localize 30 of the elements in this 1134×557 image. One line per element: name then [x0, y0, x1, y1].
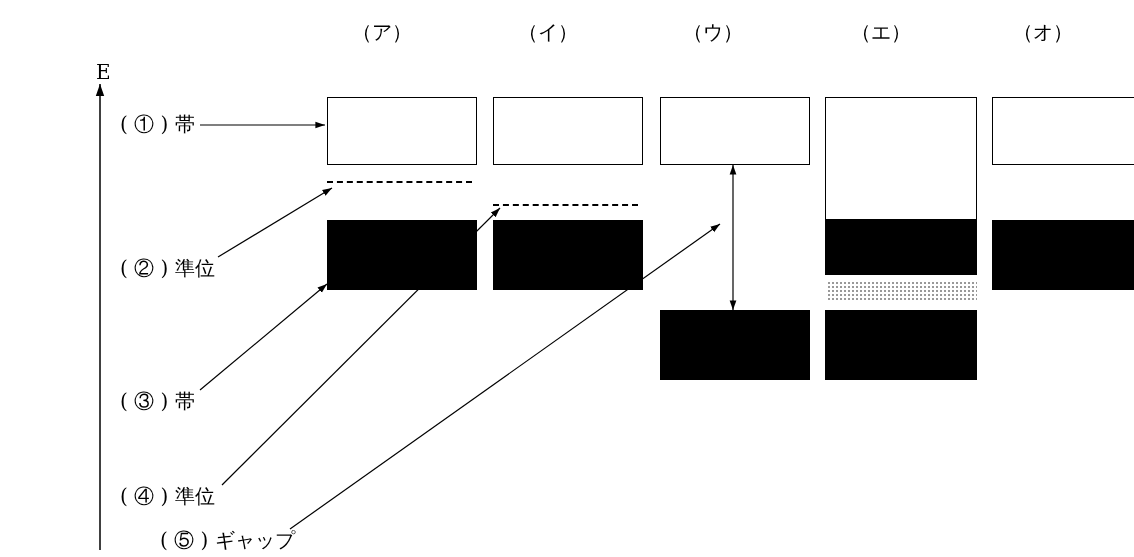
filled-band [660, 310, 810, 380]
band-label: ( ② ) 準位 [120, 258, 215, 278]
band-label: ( ④ ) 準位 [120, 486, 215, 506]
column-label: （エ） [851, 22, 911, 42]
filled-band [327, 220, 477, 290]
band-label: ( ⑤ ) ギャップ [160, 530, 295, 550]
level-line [493, 204, 638, 207]
leader-line [289, 223, 721, 530]
leader-line [217, 187, 333, 258]
band-label: ( ① ) 帯 [120, 114, 195, 134]
empty-band [992, 97, 1134, 165]
band-label: ( ③ ) 帯 [120, 391, 195, 411]
empty-band [493, 97, 643, 165]
empty-band [327, 97, 477, 165]
empty-band [825, 97, 977, 220]
filled-band [825, 310, 977, 380]
double-arrow [729, 164, 737, 311]
filled-band [493, 220, 643, 290]
filled-band [825, 220, 977, 275]
stippled-band [827, 281, 977, 301]
column-label: （イ） [518, 22, 578, 42]
filled-band [992, 220, 1134, 290]
leader-line [199, 121, 326, 129]
level-line [327, 181, 472, 184]
column-label: （オ） [1013, 22, 1073, 42]
leader-line [199, 283, 328, 391]
column-label: （ア） [352, 22, 412, 42]
column-label: （ウ） [683, 22, 743, 42]
axis-label: E [96, 62, 111, 82]
empty-band [660, 97, 810, 165]
